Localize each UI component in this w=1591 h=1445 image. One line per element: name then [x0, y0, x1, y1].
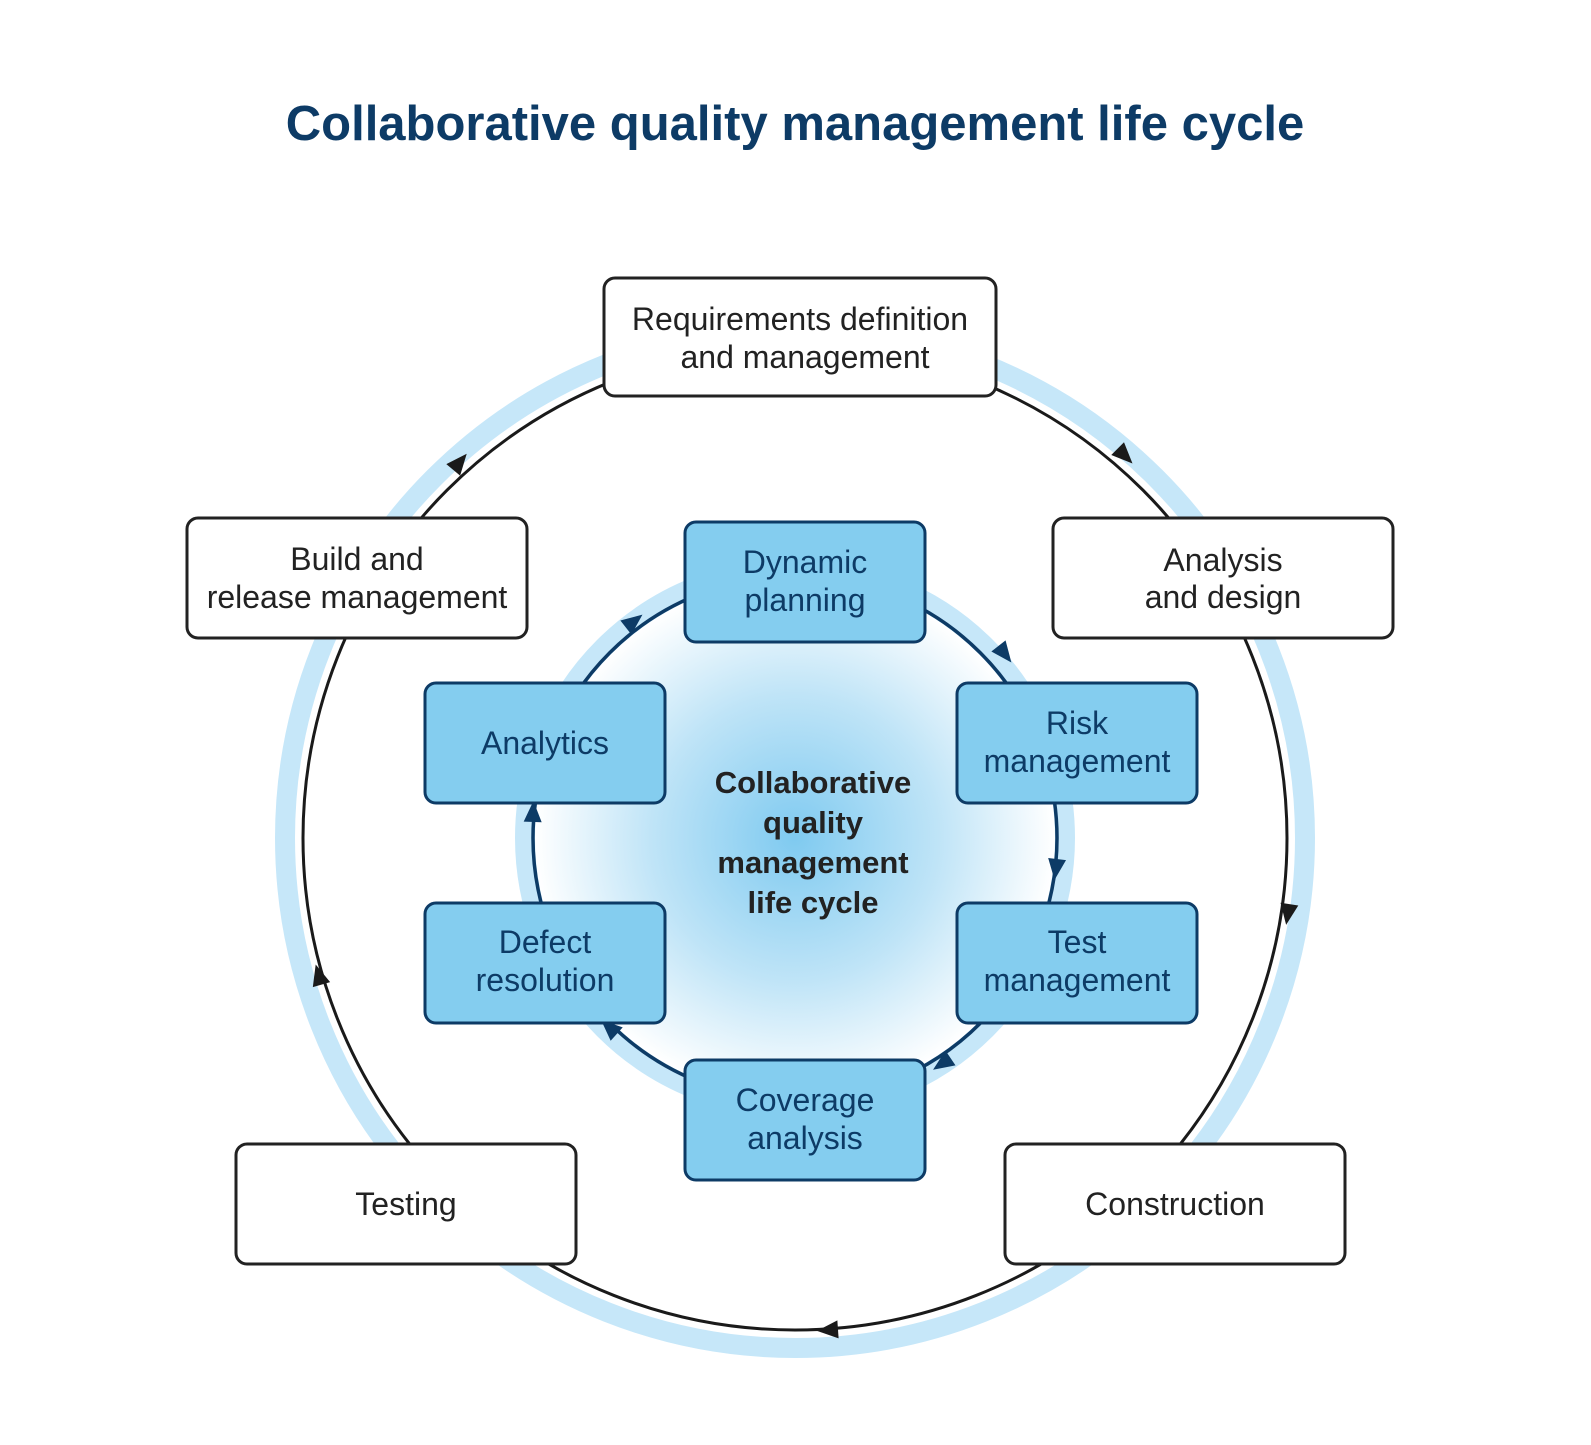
stage-label: management	[984, 962, 1171, 998]
stage-label: Build and	[290, 541, 423, 577]
inner-arrow-icon	[601, 1019, 623, 1041]
stage-requirements: Requirements definition and management	[602, 276, 998, 398]
outer-arrow-icon	[1111, 442, 1133, 464]
stage-label: Requirements definition	[632, 301, 968, 337]
stage-build-release: Build and release management	[185, 516, 529, 640]
inner-arrow-icon	[620, 614, 643, 635]
inner-arrow-icon	[991, 640, 1012, 663]
stage-analysis-design: Analysis and design	[1051, 516, 1395, 640]
stage-label: Risk	[1046, 705, 1109, 741]
stage-label: and management	[680, 339, 929, 375]
diagram-title: Collaborative quality management life cy…	[286, 97, 1304, 151]
center-label-line: quality	[763, 805, 864, 840]
outer-arrow-icon	[817, 1320, 839, 1339]
stage-label: resolution	[476, 962, 615, 998]
stage-label: analysis	[747, 1120, 863, 1156]
stage-testing: Testing	[234, 1142, 578, 1266]
stage-label: release management	[207, 579, 508, 615]
stage-dynamic-planning: Dynamic planning	[683, 520, 927, 644]
stage-defect-resolution: Defect resolution	[423, 901, 667, 1025]
stage-label: Analytics	[481, 725, 609, 761]
inner-arrow-icon	[933, 1050, 956, 1070]
center-label: Collaborative quality management life cy…	[715, 765, 911, 920]
stage-label: management	[984, 743, 1171, 779]
stage-label: Defect	[499, 924, 592, 960]
inner-arrow-icon	[1048, 857, 1067, 880]
stage-label: Analysis	[1163, 542, 1282, 578]
outer-arrow-icon	[312, 964, 331, 988]
center-label-line: life cycle	[748, 885, 879, 920]
center-label-line: Collaborative	[715, 765, 911, 800]
stage-test-management: Test management	[955, 901, 1199, 1025]
inner-arrow-icon	[523, 801, 542, 823]
stage-coverage-analysis: Coverage analysis	[683, 1058, 927, 1182]
stage-construction: Construction	[1003, 1142, 1347, 1266]
stage-label: Test	[1048, 924, 1107, 960]
stage-label: and design	[1145, 579, 1302, 615]
outer-arrow-icon	[1280, 902, 1299, 925]
stage-label: Coverage	[736, 1082, 875, 1118]
stage-label: Testing	[355, 1186, 456, 1222]
outer-arrow-icon	[446, 453, 467, 476]
stage-label: planning	[745, 582, 866, 618]
stage-label: Dynamic	[743, 544, 867, 580]
stage-risk-management: Risk management	[955, 681, 1199, 805]
stage-label: Construction	[1085, 1186, 1265, 1222]
stage-analytics: Analytics	[423, 681, 667, 805]
center-label-line: management	[717, 845, 908, 880]
